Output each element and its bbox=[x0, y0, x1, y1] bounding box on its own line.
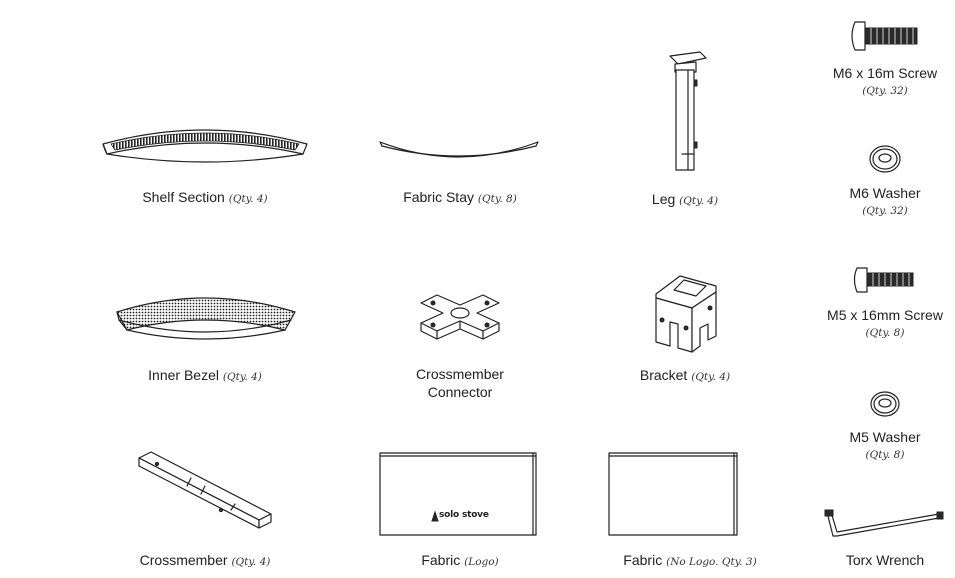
part-qty: (Qty. 4) bbox=[231, 556, 271, 568]
part-name: M5 x 16mm Screw bbox=[827, 307, 943, 323]
crossmember-drawing bbox=[138, 451, 272, 529]
torx-wrench-caption: Torx Wrench bbox=[815, 551, 955, 569]
part-name: Inner Bezel bbox=[148, 367, 219, 383]
bracket-caption: Bracket (Qty. 4) bbox=[620, 366, 750, 386]
part-qty: (Qty. 4) bbox=[228, 193, 268, 205]
m5-screw-caption: M5 x 16mm Screw (Qty. 8) bbox=[815, 306, 955, 342]
leg-drawing bbox=[669, 51, 707, 171]
solo-stove-logo-icon bbox=[431, 510, 439, 522]
part-qty: (Qty. 32) bbox=[862, 85, 908, 97]
fabric-no-logo-drawing bbox=[608, 452, 738, 536]
m5-washer-part: M5 Washer (Qty. 8) bbox=[815, 388, 955, 478]
bracket-part: Bracket (Qty. 4) bbox=[620, 268, 750, 393]
part-name: Shelf Section bbox=[142, 189, 225, 205]
part-name: Crossmember bbox=[139, 552, 228, 568]
part-name-line2: Connector bbox=[427, 384, 493, 400]
m5-screw-drawing bbox=[853, 267, 914, 293]
part-name-line1: Crossmember bbox=[416, 366, 504, 382]
inner-bezel-drawing bbox=[116, 297, 296, 340]
m6-screw-part: M6 x 16m Screw (Qty. 32) bbox=[815, 14, 955, 104]
part-qty: (Qty. 8) bbox=[477, 193, 517, 205]
part-qty: (Logo) bbox=[464, 556, 499, 568]
part-qty: (Qty. 4) bbox=[679, 195, 719, 207]
fabric-logo-caption: Fabric (Logo) bbox=[375, 551, 545, 571]
torx-wrench-drawing bbox=[824, 509, 944, 537]
m6-screw-drawing bbox=[851, 21, 918, 51]
part-name: Fabric Stay bbox=[403, 189, 474, 205]
leg-caption: Leg (Qty. 4) bbox=[620, 190, 750, 210]
inner-bezel-part: Inner Bezel (Qty. 4) bbox=[105, 290, 305, 390]
part-name: Bracket bbox=[639, 367, 688, 383]
bracket-drawing bbox=[655, 275, 717, 353]
part-name: M6 Washer bbox=[849, 185, 921, 201]
crossmember-connector-caption: Crossmember Connector bbox=[385, 365, 535, 401]
part-name: Fabric bbox=[623, 552, 663, 568]
part-qty: (Qty. 32) bbox=[862, 205, 908, 217]
part-name: M6 x 16m Screw bbox=[832, 65, 938, 81]
fabric-logo-part: solo stove Fabric (Logo) bbox=[375, 450, 545, 573]
part-qty: (Qty. 4) bbox=[222, 371, 262, 383]
m6-washer-caption: M6 Washer (Qty. 32) bbox=[815, 184, 955, 220]
torx-wrench-part: Torx Wrench bbox=[815, 500, 955, 573]
part-name: Leg bbox=[651, 191, 676, 207]
m5-washer-caption: M5 Washer (Qty. 8) bbox=[815, 428, 955, 464]
part-qty: (Qty. 8) bbox=[865, 327, 905, 339]
m5-screw-part: M5 x 16mm Screw (Qty. 8) bbox=[815, 262, 955, 352]
crossmember-part: Crossmember (Qty. 4) bbox=[125, 448, 285, 573]
crossmember-connector-drawing bbox=[420, 294, 500, 340]
fabric-stay-drawing bbox=[379, 141, 539, 158]
m5-washer-drawing bbox=[870, 391, 900, 417]
fabric-logo-text: solo stove bbox=[439, 510, 489, 520]
m6-washer-drawing bbox=[869, 145, 901, 173]
part-qty: (Qty. 4) bbox=[691, 371, 731, 383]
fabric-no-logo-caption: Fabric (No Logo. Qty. 3) bbox=[600, 551, 780, 571]
inner-bezel-caption: Inner Bezel (Qty. 4) bbox=[105, 366, 305, 386]
shelf-section-caption: Shelf Section (Qty. 4) bbox=[95, 188, 315, 208]
part-name: M5 Washer bbox=[849, 429, 921, 445]
fabric-stay-part: Fabric Stay (Qty. 8) bbox=[370, 130, 550, 210]
m6-screw-caption: M6 x 16m Screw (Qty. 32) bbox=[815, 64, 955, 100]
crossmember-connector-part: Crossmember Connector bbox=[385, 285, 535, 405]
fabric-logo-drawing bbox=[379, 452, 537, 536]
leg-part: Leg (Qty. 4) bbox=[620, 50, 750, 210]
fabric-no-logo-part: Fabric (No Logo. Qty. 3) bbox=[600, 450, 780, 573]
shelf-section-part: Shelf Section (Qty. 4) bbox=[95, 118, 315, 208]
part-qty: (Qty. 8) bbox=[865, 449, 905, 461]
m6-washer-part: M6 Washer (Qty. 32) bbox=[815, 142, 955, 232]
part-name: Fabric bbox=[421, 552, 461, 568]
part-qty: (No Logo. Qty. 3) bbox=[666, 556, 757, 568]
shelf-section-drawing bbox=[102, 129, 308, 163]
fabric-stay-caption: Fabric Stay (Qty. 8) bbox=[370, 188, 550, 208]
part-name: Torx Wrench bbox=[845, 552, 925, 568]
crossmember-caption: Crossmember (Qty. 4) bbox=[125, 551, 285, 571]
